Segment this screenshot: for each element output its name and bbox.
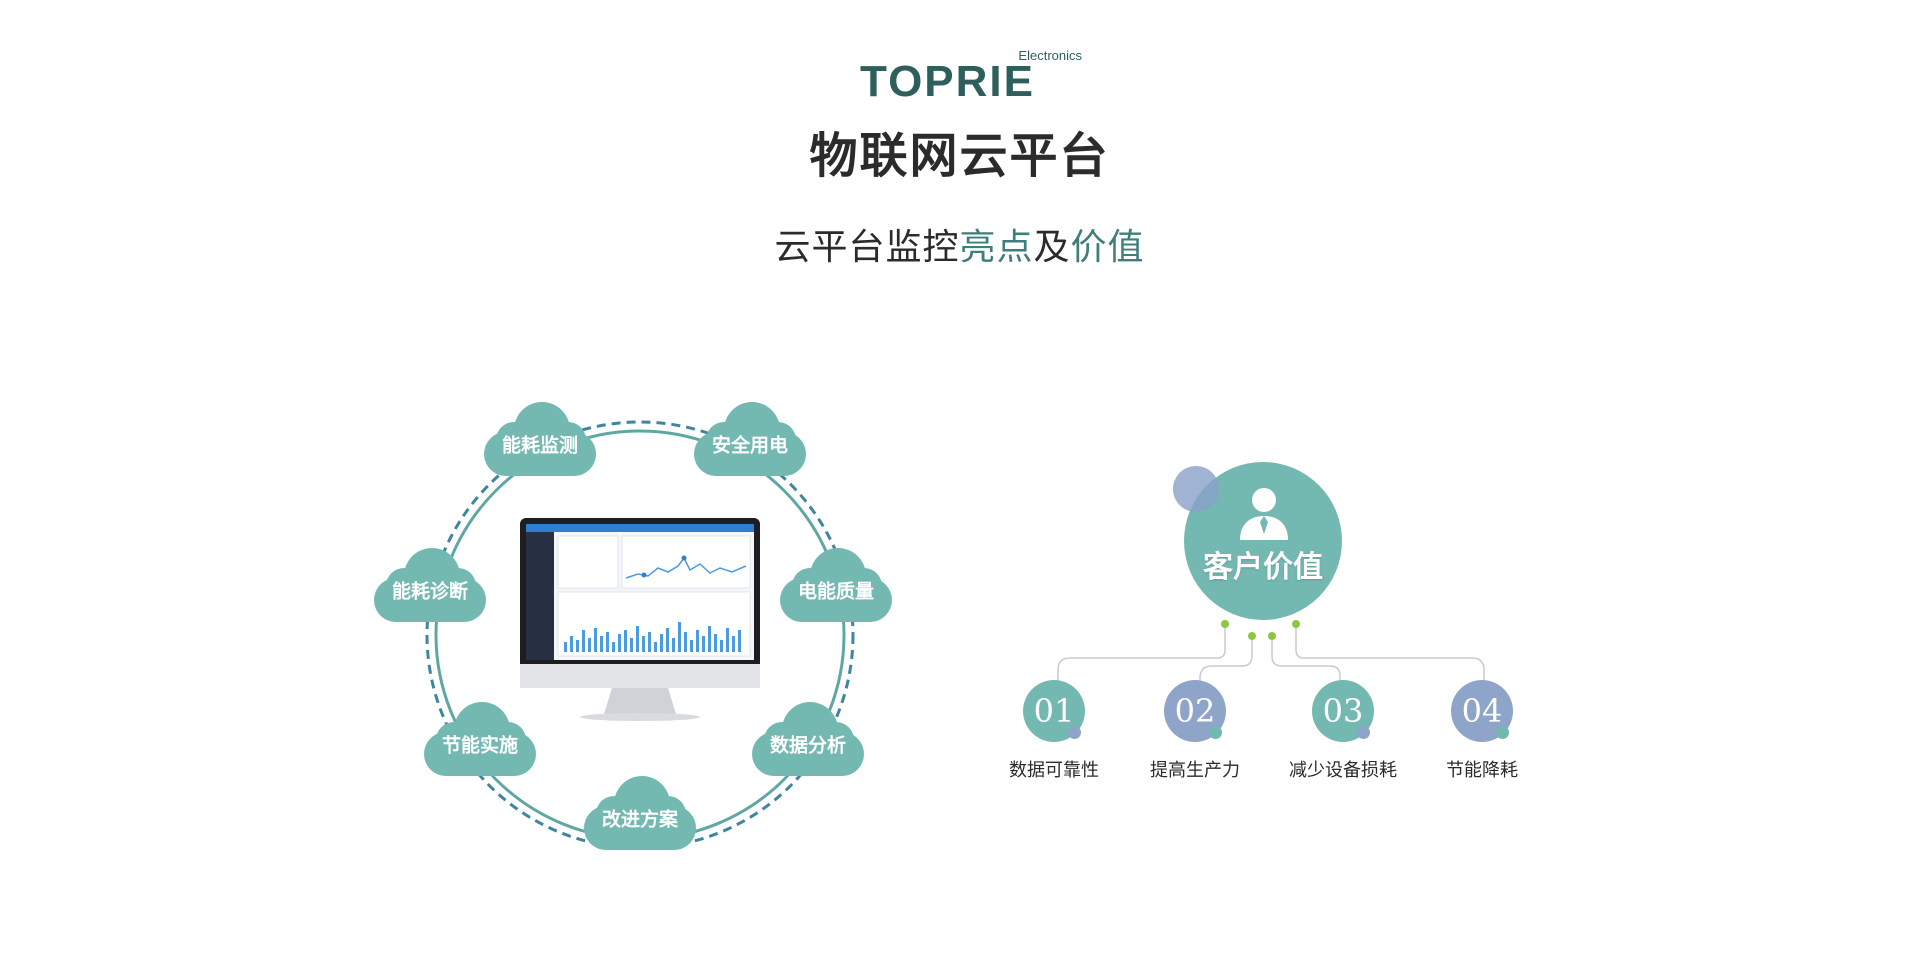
feature-cloud-safe-electricity: 安全用电 <box>690 400 810 478</box>
feature-cloud-energy-saving: 节能实施 <box>420 700 540 778</box>
value-item-dot <box>1209 726 1222 739</box>
person-icon <box>1240 488 1288 540</box>
feature-label: 数据分析 <box>769 734 846 757</box>
connector-lines <box>1057 620 1485 686</box>
value-item-label: 数据可靠性 <box>1009 760 1099 781</box>
feature-cloud-data-analysis: 数据分析 <box>748 700 868 778</box>
logo-subtext: Electronics <box>1018 48 1082 63</box>
feature-label: 能耗诊断 <box>391 580 468 603</box>
page-title: 物联网云平台 <box>809 128 1110 184</box>
value-item-label: 节能降耗 <box>1446 760 1518 781</box>
feature-cloud-power-quality: 电能质量 <box>776 546 896 624</box>
value-item-label: 提高生产力 <box>1150 760 1240 781</box>
subtitle-highlight-1: 亮点 <box>959 227 1034 268</box>
feature-cloud-improvement-plan: 改进方案 <box>580 774 700 852</box>
cloud-icon <box>752 702 864 776</box>
value-item-dot <box>1496 726 1509 739</box>
value-item-number: 04 <box>1461 692 1503 730</box>
cloud-icon <box>484 402 596 476</box>
feature-label: 能耗监测 <box>501 434 578 457</box>
value-item-03-circle: 03 <box>1312 680 1374 742</box>
value-item-number: 03 <box>1322 692 1364 730</box>
monitor-illustration <box>520 518 760 721</box>
subtitle-highlight-2: 价值 <box>1070 227 1145 268</box>
toprie-logo: Electronics TOPRIE <box>860 44 1090 104</box>
cloud-icon <box>584 776 696 850</box>
customer-value-title: 客户价值 <box>1203 550 1323 585</box>
feature-cloud-energy-diagnosis: 能耗诊断 <box>370 546 490 624</box>
value-item-dot <box>1357 726 1370 739</box>
subtitle-part-2: 及 <box>1033 227 1071 268</box>
feature-label: 电能质量 <box>797 580 874 603</box>
value-item-label: 减少设备损耗 <box>1289 760 1397 781</box>
cloud-icon <box>374 548 486 622</box>
feature-label: 改进方案 <box>601 808 678 831</box>
feature-label: 安全用电 <box>711 434 788 457</box>
decorative-bubble <box>1173 466 1219 512</box>
value-item-dot <box>1068 726 1081 739</box>
feature-label: 节能实施 <box>441 734 518 757</box>
cloud-icon <box>694 402 806 476</box>
logo-text: TOPRIE <box>860 57 1036 106</box>
value-item-number: 02 <box>1174 692 1216 730</box>
feature-cloud-energy-monitoring: 能耗监测 <box>480 400 600 478</box>
value-item-number: 01 <box>1033 692 1075 730</box>
subtitle-part-1: 云平台监控 <box>774 227 960 268</box>
cloud-icon <box>780 548 892 622</box>
section-subtitle: 云平台监控亮点及价值 <box>0 218 1919 270</box>
value-item-04-circle: 04 <box>1451 680 1513 742</box>
cloud-icon <box>424 702 536 776</box>
